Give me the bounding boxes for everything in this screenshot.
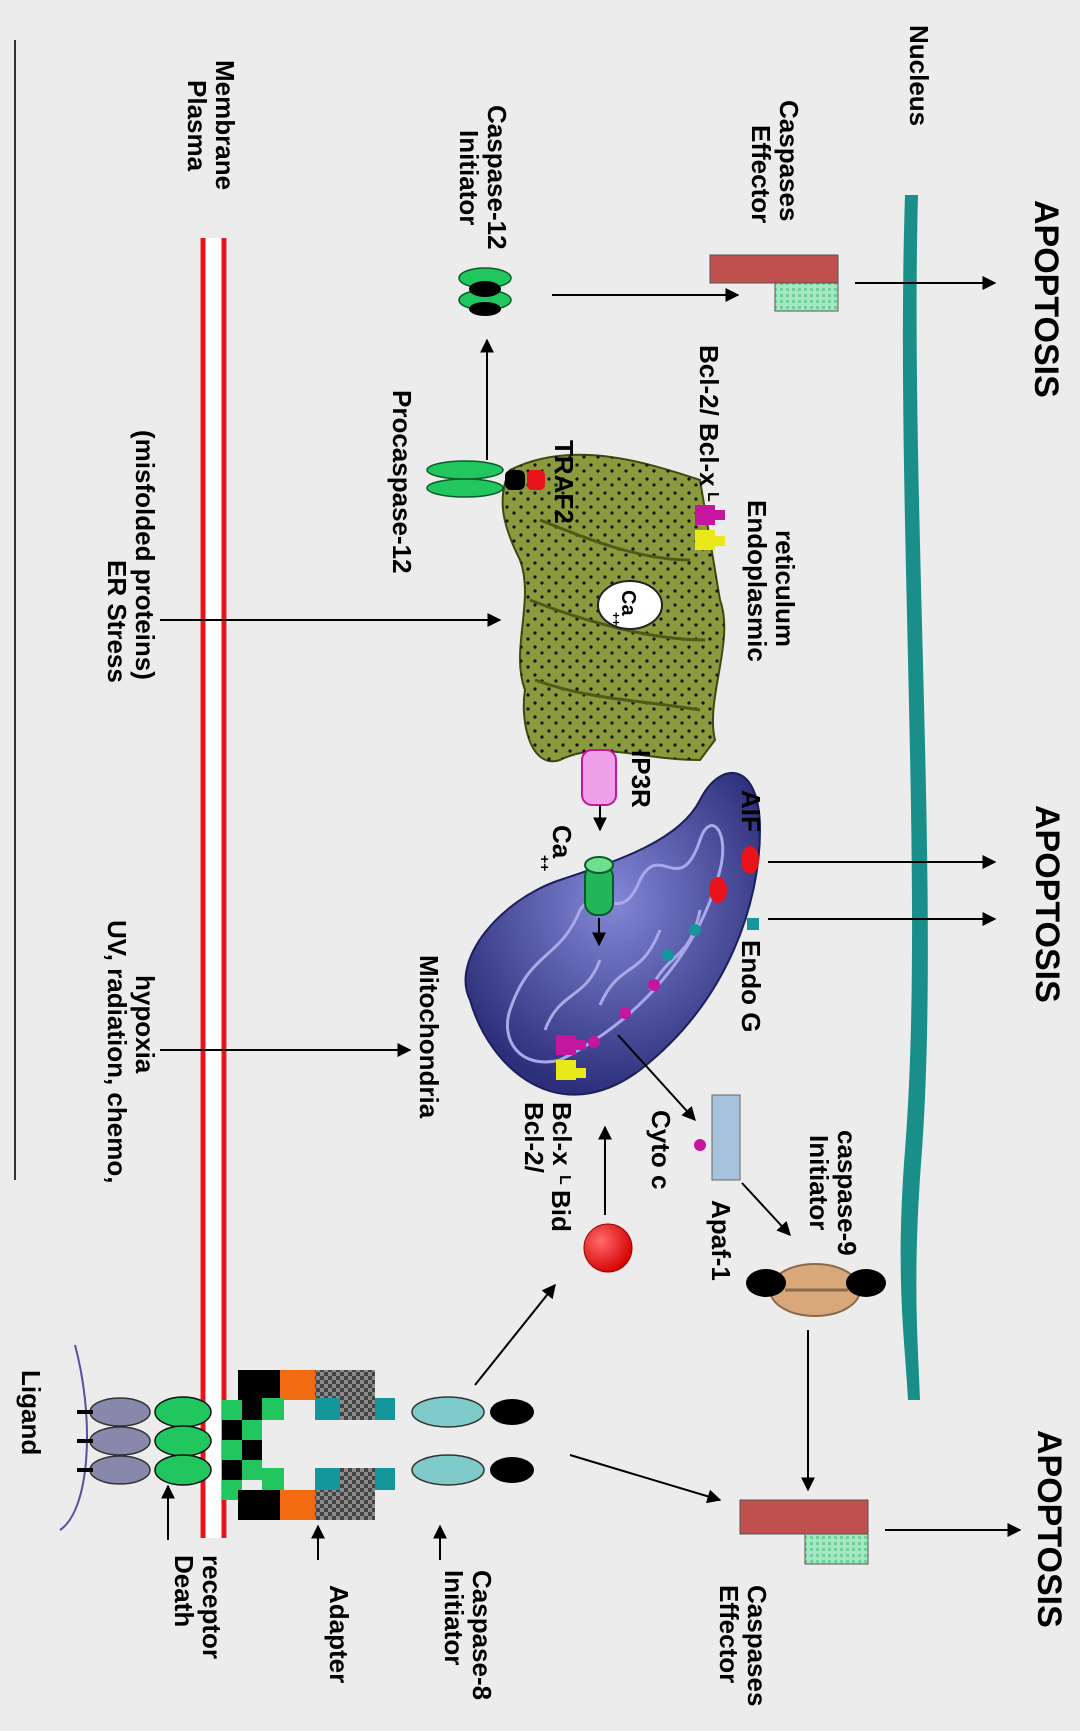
death-receptor-label-2: receptor bbox=[197, 1555, 227, 1659]
apoptosis-left: APOPTOSIS bbox=[1030, 1430, 1068, 1628]
uv-label-1: UV, radiation, chemo, bbox=[102, 920, 132, 1183]
ip3r-channel bbox=[582, 750, 616, 805]
mito-ca-channel bbox=[585, 857, 613, 915]
plasma-label-2: Membrane bbox=[210, 60, 240, 190]
death-receptor-complex bbox=[77, 1397, 262, 1500]
apaf-label: Apaf-1 bbox=[706, 1200, 736, 1281]
bid-label: Bid bbox=[546, 1190, 576, 1232]
bid-protein bbox=[584, 1224, 632, 1272]
effector-caspases-right bbox=[710, 255, 838, 311]
initiator-casp12-label-2: Caspase-12 bbox=[482, 105, 512, 250]
procaspase12-label: Procaspase-12 bbox=[387, 390, 417, 574]
caspase-8 bbox=[412, 1397, 534, 1485]
er-label-1: Endoplasmic bbox=[742, 500, 772, 662]
initiator-casp12-label-1: Initiator bbox=[454, 130, 484, 225]
plasma-label-1: Plasma bbox=[182, 80, 212, 172]
ip3r-label: IP3R bbox=[626, 750, 656, 808]
endo-g-label: Endo G bbox=[736, 940, 766, 1032]
plasma-membrane bbox=[200, 238, 228, 1538]
aif-label: AIF bbox=[736, 790, 766, 832]
er-stress-label-2: (misfolded proteins) bbox=[130, 430, 160, 680]
ligand-curve bbox=[60, 1345, 87, 1530]
er-label-2: reticulum bbox=[770, 530, 800, 647]
effector-caspases-left bbox=[740, 1500, 868, 1564]
initiator-casp8-label-1: Initiator bbox=[439, 1570, 469, 1665]
adapter-label: Adapter bbox=[324, 1585, 354, 1683]
initiator-caspase-12 bbox=[459, 268, 511, 316]
effector-right-label-1: Effector bbox=[746, 125, 776, 223]
cyto-c-dot bbox=[694, 1139, 706, 1151]
nucleus-label: Nucleus bbox=[904, 25, 934, 126]
initiator-casp9-label-2: caspase-9 bbox=[832, 1130, 862, 1256]
cyto-c-bar bbox=[712, 1095, 740, 1180]
apoptosis-right: APOPTOSIS bbox=[1027, 200, 1065, 398]
uv-label-2: hypoxia bbox=[130, 975, 160, 1074]
ca-mito-sup: ++ bbox=[537, 855, 553, 871]
bcl-left-label-1: Bcl-2/ bbox=[519, 1102, 549, 1173]
cyto-c-label: Cyto c bbox=[646, 1110, 676, 1189]
er-stress-label-1: ER Stress bbox=[102, 560, 132, 683]
mitochondria-label: Mitochondria bbox=[414, 955, 444, 1119]
ca-er-sup: ++ bbox=[609, 612, 623, 626]
nucleus-membrane bbox=[901, 195, 928, 1400]
ca-mito-label: Ca bbox=[547, 825, 577, 859]
death-receptor-label-1: Death bbox=[169, 1555, 199, 1627]
apoptosis-mid: APOPTOSIS bbox=[1028, 805, 1066, 1003]
endo-g-marker bbox=[747, 918, 759, 930]
apoptosome bbox=[746, 1264, 886, 1316]
effector-right-label-2: Caspases bbox=[774, 100, 804, 221]
initiator-casp9-label-1: Initiator bbox=[804, 1135, 834, 1230]
effector-left-label-2: Caspases bbox=[742, 1585, 772, 1706]
traf2-label: TRAF2 bbox=[549, 440, 579, 524]
bcl-right-sub: L bbox=[704, 492, 721, 502]
endoplasmic-reticulum bbox=[503, 455, 725, 762]
ligand-label: Ligand bbox=[16, 1370, 46, 1455]
bcl-left-sub: L bbox=[556, 1175, 573, 1185]
aif-marker bbox=[741, 846, 759, 874]
bcl-right-label: Bcl-2/ Bcl-x bbox=[694, 345, 724, 487]
mitochondria bbox=[466, 773, 760, 1095]
initiator-casp8-label-2: Caspase-8 bbox=[467, 1570, 497, 1700]
bcl-left-label-2: Bcl-x bbox=[547, 1102, 577, 1166]
effector-left-label-1: Effector bbox=[714, 1585, 744, 1683]
